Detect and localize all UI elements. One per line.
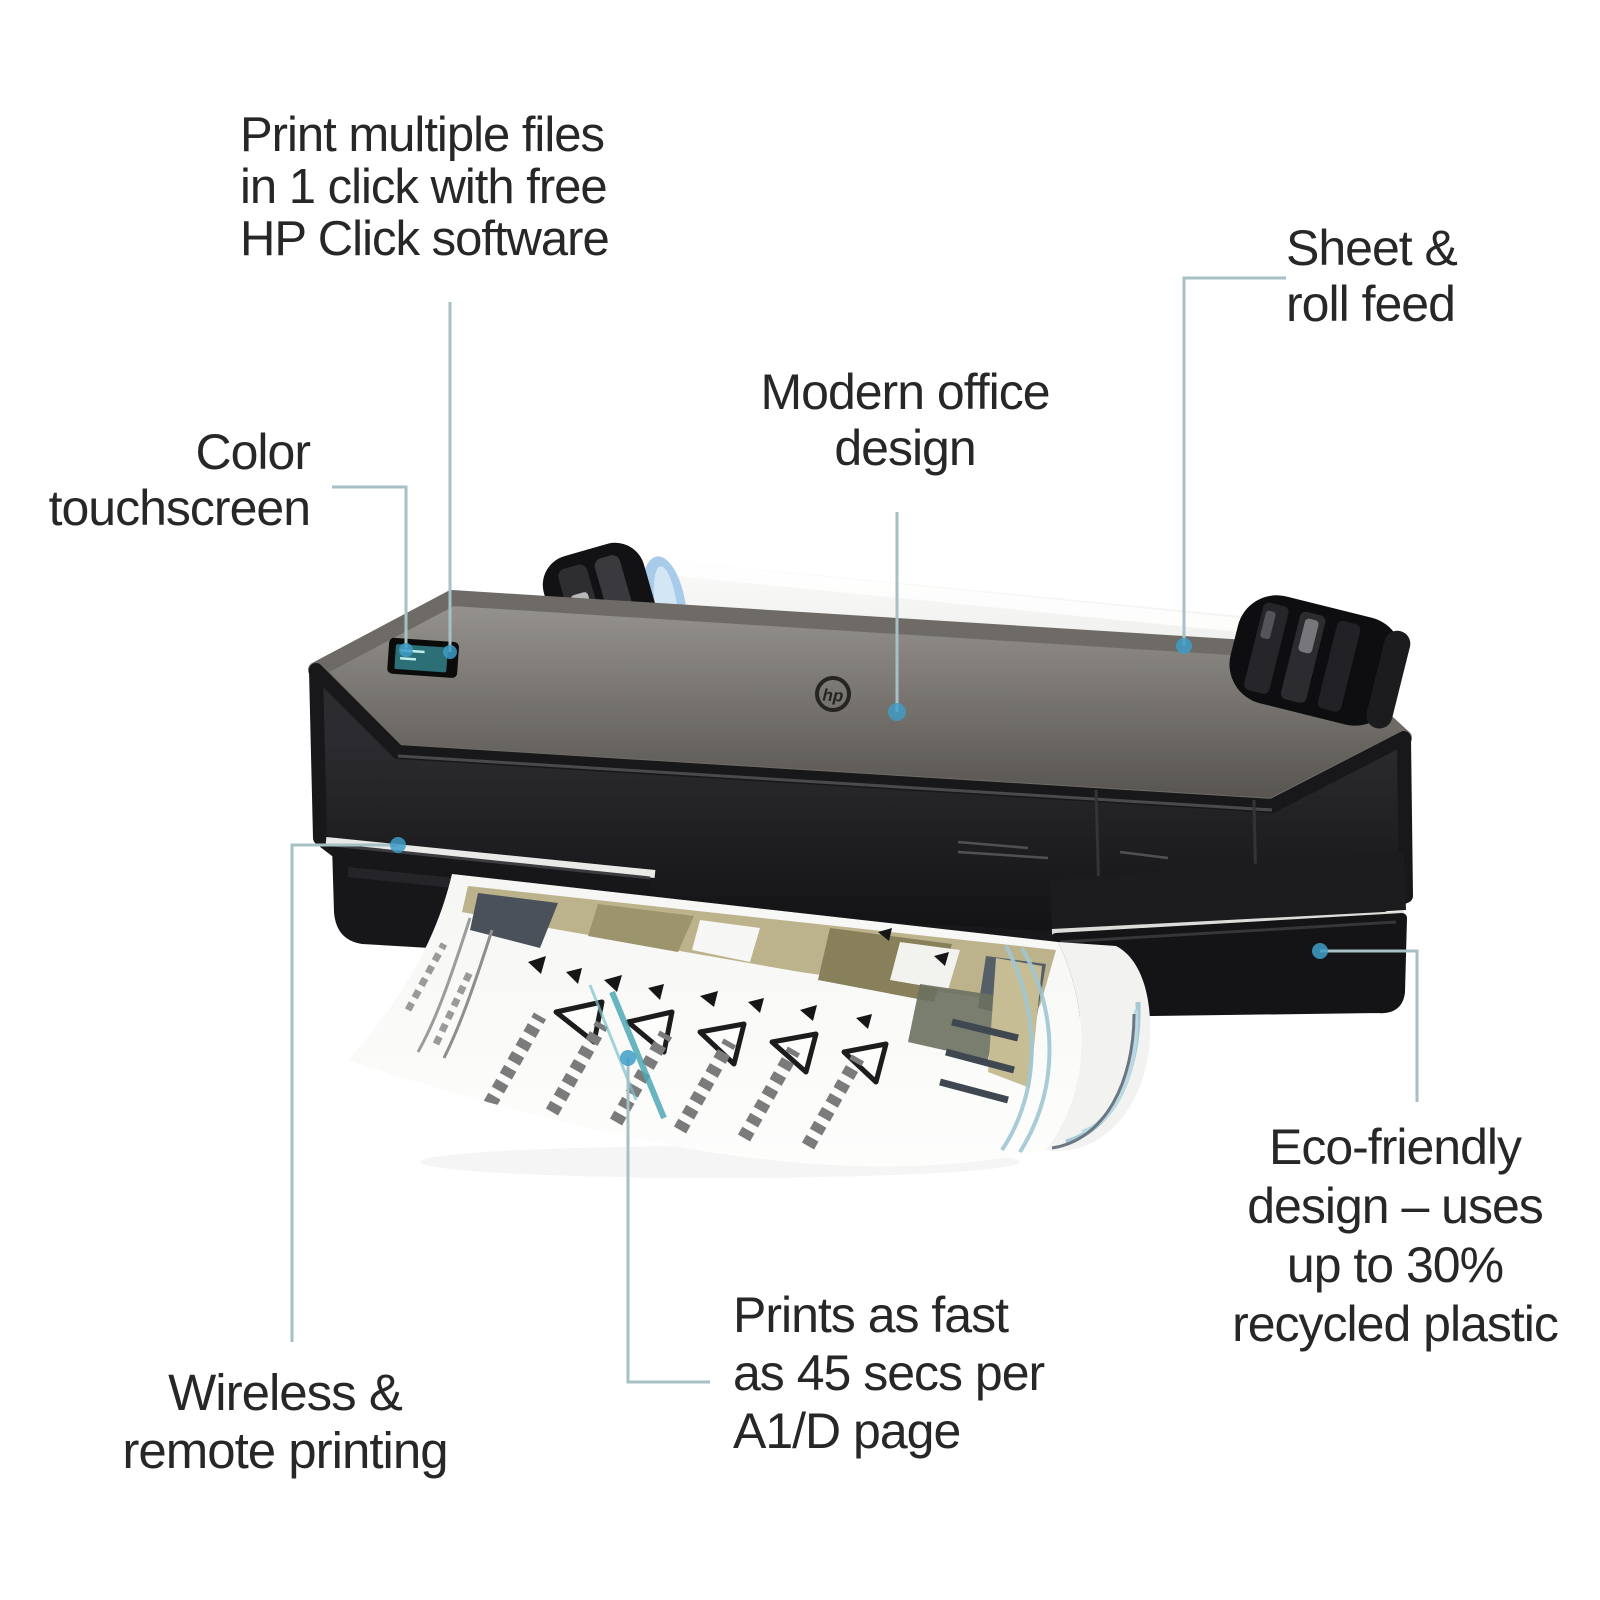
callout-label-eco: Eco-friendly design – uses up to 30% rec… <box>1190 1118 1600 1354</box>
callout-label-line: Print multiple files <box>240 108 605 162</box>
callout-dot-eco <box>1312 943 1328 959</box>
callout-line-prints-fast <box>626 1058 710 1384</box>
callout-line-wireless <box>290 843 398 1342</box>
callout-label-line: A1/D page <box>733 1403 961 1459</box>
callout-line-color-touchscreen <box>332 485 408 648</box>
map-print-content <box>404 886 1056 1154</box>
callout-label-line: remote printing <box>122 1422 448 1480</box>
callout-dot-hp-click <box>443 645 457 659</box>
callout-dot-wireless <box>390 837 406 853</box>
callout-label-line: Wireless & <box>168 1364 403 1421</box>
callout-label-line: touchscreen <box>48 480 311 536</box>
callout-dot-color-touchscreen <box>399 643 413 657</box>
roll-hub-right <box>1229 595 1411 729</box>
callout-label-prints-fast: Prints as fast as 45 secs per A1/D page <box>733 1286 1045 1460</box>
callout-label-hp-click: Print multiple files in 1 click with fre… <box>240 108 610 266</box>
callout-line-sheet-roll <box>1182 276 1286 646</box>
callout-label-line: up to 30% <box>1286 1237 1504 1293</box>
callout-label-line: Color <box>195 424 311 480</box>
callout-label-line: as 45 secs per <box>733 1345 1045 1401</box>
callout-label-line: in 1 click with free <box>240 159 608 214</box>
callout-label-line: recycled plastic <box>1232 1296 1559 1352</box>
printed-sheet-curl <box>1046 942 1151 1151</box>
callout-label-line: HP Click software <box>240 211 610 266</box>
callout-dot-prints-fast <box>620 1050 636 1066</box>
callout-dot-modern-office <box>888 703 906 721</box>
callout-label-line: design <box>834 420 976 476</box>
callout-label-sheet-roll: Sheet & roll feed <box>1286 220 1458 332</box>
callout-label-line: Eco-friendly <box>1269 1119 1522 1175</box>
callout-line-eco <box>1320 949 1419 1102</box>
svg-text:hp: hp <box>822 685 844 705</box>
printed-sheet <box>348 874 1082 1167</box>
callout-label-modern-office: Modern office design <box>700 364 1110 476</box>
callout-label-line: Prints as fast <box>733 1287 1009 1343</box>
callout-label-line: design – uses <box>1247 1178 1544 1234</box>
hp-logo: hp <box>815 676 851 712</box>
callout-label-line: Sheet & <box>1286 220 1458 276</box>
callout-lines <box>290 276 1419 1384</box>
callout-label-line: Modern office <box>760 364 1050 420</box>
callout-label-color-touchscreen: Color touchscreen <box>0 424 311 536</box>
callout-dots <box>390 638 1328 1066</box>
callout-label-line: roll feed <box>1286 276 1456 332</box>
callout-dot-sheet-roll <box>1176 638 1192 654</box>
callout-label-wireless: Wireless & remote printing <box>60 1364 510 1480</box>
front-model-marks <box>957 840 1169 860</box>
